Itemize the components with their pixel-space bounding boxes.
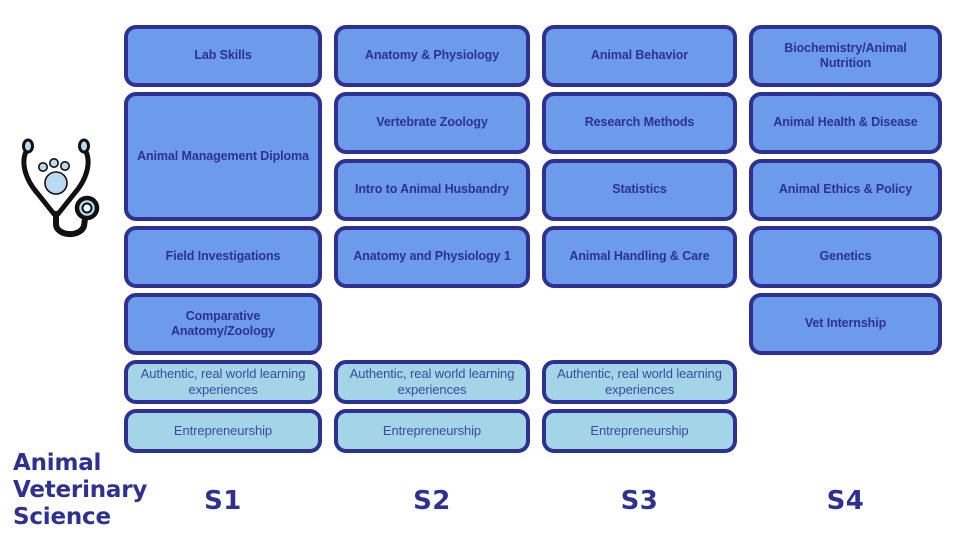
course-box[interactable]: Statistics (542, 159, 737, 221)
elective-box[interactable]: Entrepreneurship (334, 409, 530, 453)
course-box[interactable]: Animal Health & Disease (749, 92, 942, 154)
course-box[interactable]: Comparative Anatomy/Zoology (124, 293, 322, 355)
course-box[interactable]: Animal Ethics & Policy (749, 159, 942, 221)
pathway-title-line: Science (13, 503, 111, 530)
course-box[interactable]: Animal Management Diploma (124, 92, 322, 221)
course-box[interactable]: Vet Internship (749, 293, 942, 355)
elective-box[interactable]: Entrepreneurship (542, 409, 737, 453)
course-box[interactable]: Lab Skills (124, 25, 322, 87)
term-label-s4: S4 (826, 486, 865, 516)
course-box[interactable]: Research Methods (542, 92, 737, 154)
course-box[interactable]: Animal Handling & Care (542, 226, 737, 288)
term-label-s2: S2 (413, 486, 451, 516)
elective-box[interactable]: Authentic, real world learning experienc… (334, 360, 530, 404)
term-label-s3: S3 (620, 486, 659, 516)
term-label-s1: S1 (204, 486, 242, 516)
course-box[interactable]: Anatomy and Physiology 1 (334, 226, 530, 288)
course-box[interactable]: Field Investigations (124, 226, 322, 288)
column-spacer (542, 293, 737, 355)
elective-box[interactable]: Authentic, real world learning experienc… (542, 360, 737, 404)
course-box[interactable]: Biochemistry/Animal Nutrition (749, 25, 942, 87)
stethoscope-paw-icon (18, 136, 110, 240)
column-spacer (334, 293, 530, 355)
course-box[interactable]: Intro to Animal Husbandry (334, 159, 530, 221)
course-box[interactable]: Animal Behavior (542, 25, 737, 87)
course-box[interactable]: Genetics (749, 226, 942, 288)
pathway-title-line: Veterinary (13, 476, 148, 503)
course-box[interactable]: Anatomy & Physiology (334, 25, 530, 87)
elective-box[interactable]: Entrepreneurship (124, 409, 322, 453)
elective-box[interactable]: Authentic, real world learning experienc… (124, 360, 322, 404)
pathway-title-line: Animal (13, 450, 102, 476)
course-box[interactable]: Vertebrate Zoology (334, 92, 530, 154)
